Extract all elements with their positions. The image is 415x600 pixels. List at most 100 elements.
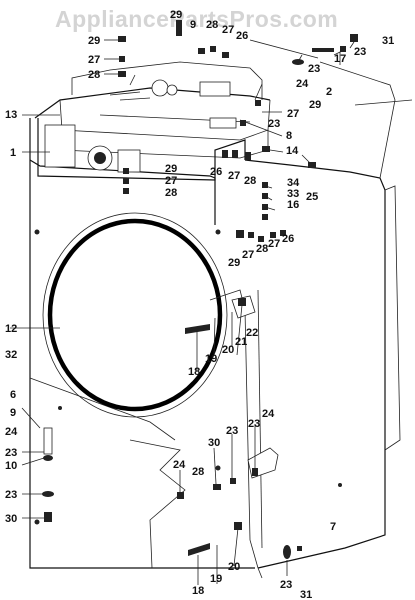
callout-29: 29	[309, 99, 321, 111]
bolt-25	[262, 214, 268, 220]
callout-18: 18	[188, 366, 200, 378]
door-opening	[42, 212, 228, 418]
bolt-30	[213, 484, 221, 490]
terminal-block	[209, 117, 237, 129]
callout-26: 26	[210, 166, 222, 178]
nut-28	[258, 236, 264, 242]
callout-9: 9	[10, 407, 16, 419]
screw-hole	[338, 483, 342, 487]
callout-6: 6	[10, 389, 16, 401]
hinge-pin-21	[238, 298, 246, 306]
washer-23	[42, 491, 54, 497]
cabinet	[29, 39, 413, 579]
nut-34	[262, 182, 268, 188]
callout-1: 1	[10, 147, 16, 159]
callout-24: 24	[262, 408, 275, 420]
top-frame-rail	[34, 87, 271, 119]
callout-27: 27	[268, 238, 280, 250]
bracket-14	[262, 146, 270, 152]
front-panel-tear	[129, 439, 186, 569]
screw-29	[236, 230, 244, 238]
door-stop-bracket	[43, 427, 53, 455]
control-console	[37, 118, 246, 181]
screw-31	[297, 546, 302, 551]
callout-30: 30	[5, 513, 17, 525]
watermark: AppliancePartsPros.com	[55, 6, 338, 32]
screw-24	[177, 492, 184, 499]
cabinet-right-side	[244, 159, 386, 569]
washer-20	[234, 522, 242, 530]
door-gasket-ring	[47, 218, 223, 412]
callout-31: 31	[300, 589, 312, 600]
bolt-17	[312, 48, 334, 52]
callout-23: 23	[280, 579, 292, 591]
callout-16: 16	[287, 199, 299, 211]
screw-hole	[215, 229, 221, 235]
washer-27	[270, 232, 276, 238]
callout-13: 13	[5, 109, 17, 121]
callout-24: 24	[296, 78, 309, 90]
nut-31	[350, 34, 358, 42]
leader-lines	[10, 39, 355, 585]
callout-28: 28	[256, 243, 268, 255]
washer-23	[43, 455, 53, 461]
callout-34: 34	[287, 177, 300, 189]
cabinet-side-rail	[354, 99, 413, 106]
cabinet-rear-top	[319, 61, 396, 179]
control-board	[199, 81, 231, 97]
screw-24	[252, 468, 258, 476]
callout-32: 32	[5, 349, 17, 361]
callout-27: 27	[242, 249, 254, 261]
screw-29	[123, 168, 129, 174]
foot-23	[283, 545, 291, 559]
callout-10: 10	[5, 460, 17, 472]
cabinet-foot-right	[257, 567, 263, 579]
callout-29: 29	[165, 163, 177, 175]
callout-27: 27	[222, 24, 234, 36]
washer-27	[240, 120, 246, 126]
hinge-bolt-18	[185, 324, 210, 334]
screw-26	[222, 150, 228, 158]
callout-12: 12	[5, 323, 17, 335]
bolt-30	[44, 512, 52, 522]
nut-28	[118, 71, 126, 77]
callout-29: 29	[170, 9, 182, 21]
screw-hole	[58, 406, 62, 410]
callout-23: 23	[308, 63, 320, 75]
washer-27	[119, 56, 125, 62]
callout-26: 26	[282, 233, 294, 245]
callout-24: 24	[5, 426, 18, 438]
callout-33: 33	[287, 188, 299, 200]
upper-hinge	[231, 295, 256, 319]
cabinet-rear-rail	[249, 39, 319, 59]
callout-29: 29	[228, 257, 240, 269]
callout-23: 23	[5, 447, 17, 459]
callout-labels: 29 27 28 29 9 28 27 26 31 23 17 23 24 2 …	[5, 9, 394, 600]
console-display-window	[44, 124, 76, 168]
screw-28	[245, 152, 251, 160]
callout-17: 17	[334, 53, 346, 65]
screw-hole	[215, 465, 221, 471]
callout-27: 27	[287, 108, 299, 120]
washer-23	[230, 478, 236, 484]
cabinet-front-left-edge	[29, 118, 255, 569]
callout-28: 28	[244, 175, 256, 187]
callout-28: 28	[165, 187, 177, 199]
callout-22: 22	[246, 327, 258, 339]
callout-23: 23	[5, 489, 17, 501]
screw-26	[280, 230, 286, 236]
nut-23	[340, 46, 346, 52]
callout-23: 23	[226, 425, 238, 437]
callout-27: 27	[88, 54, 100, 66]
screw-29	[118, 36, 126, 42]
hinge-bolt-18	[188, 543, 210, 556]
washer	[210, 46, 216, 52]
callout-2: 2	[326, 86, 332, 98]
selector-knob-center	[94, 152, 106, 164]
callout-27: 27	[228, 170, 240, 182]
callout-19: 19	[205, 353, 217, 365]
callout-28: 28	[88, 69, 100, 81]
motor-component-small	[166, 84, 178, 96]
callout-19: 19	[210, 573, 222, 585]
washer	[198, 48, 205, 54]
